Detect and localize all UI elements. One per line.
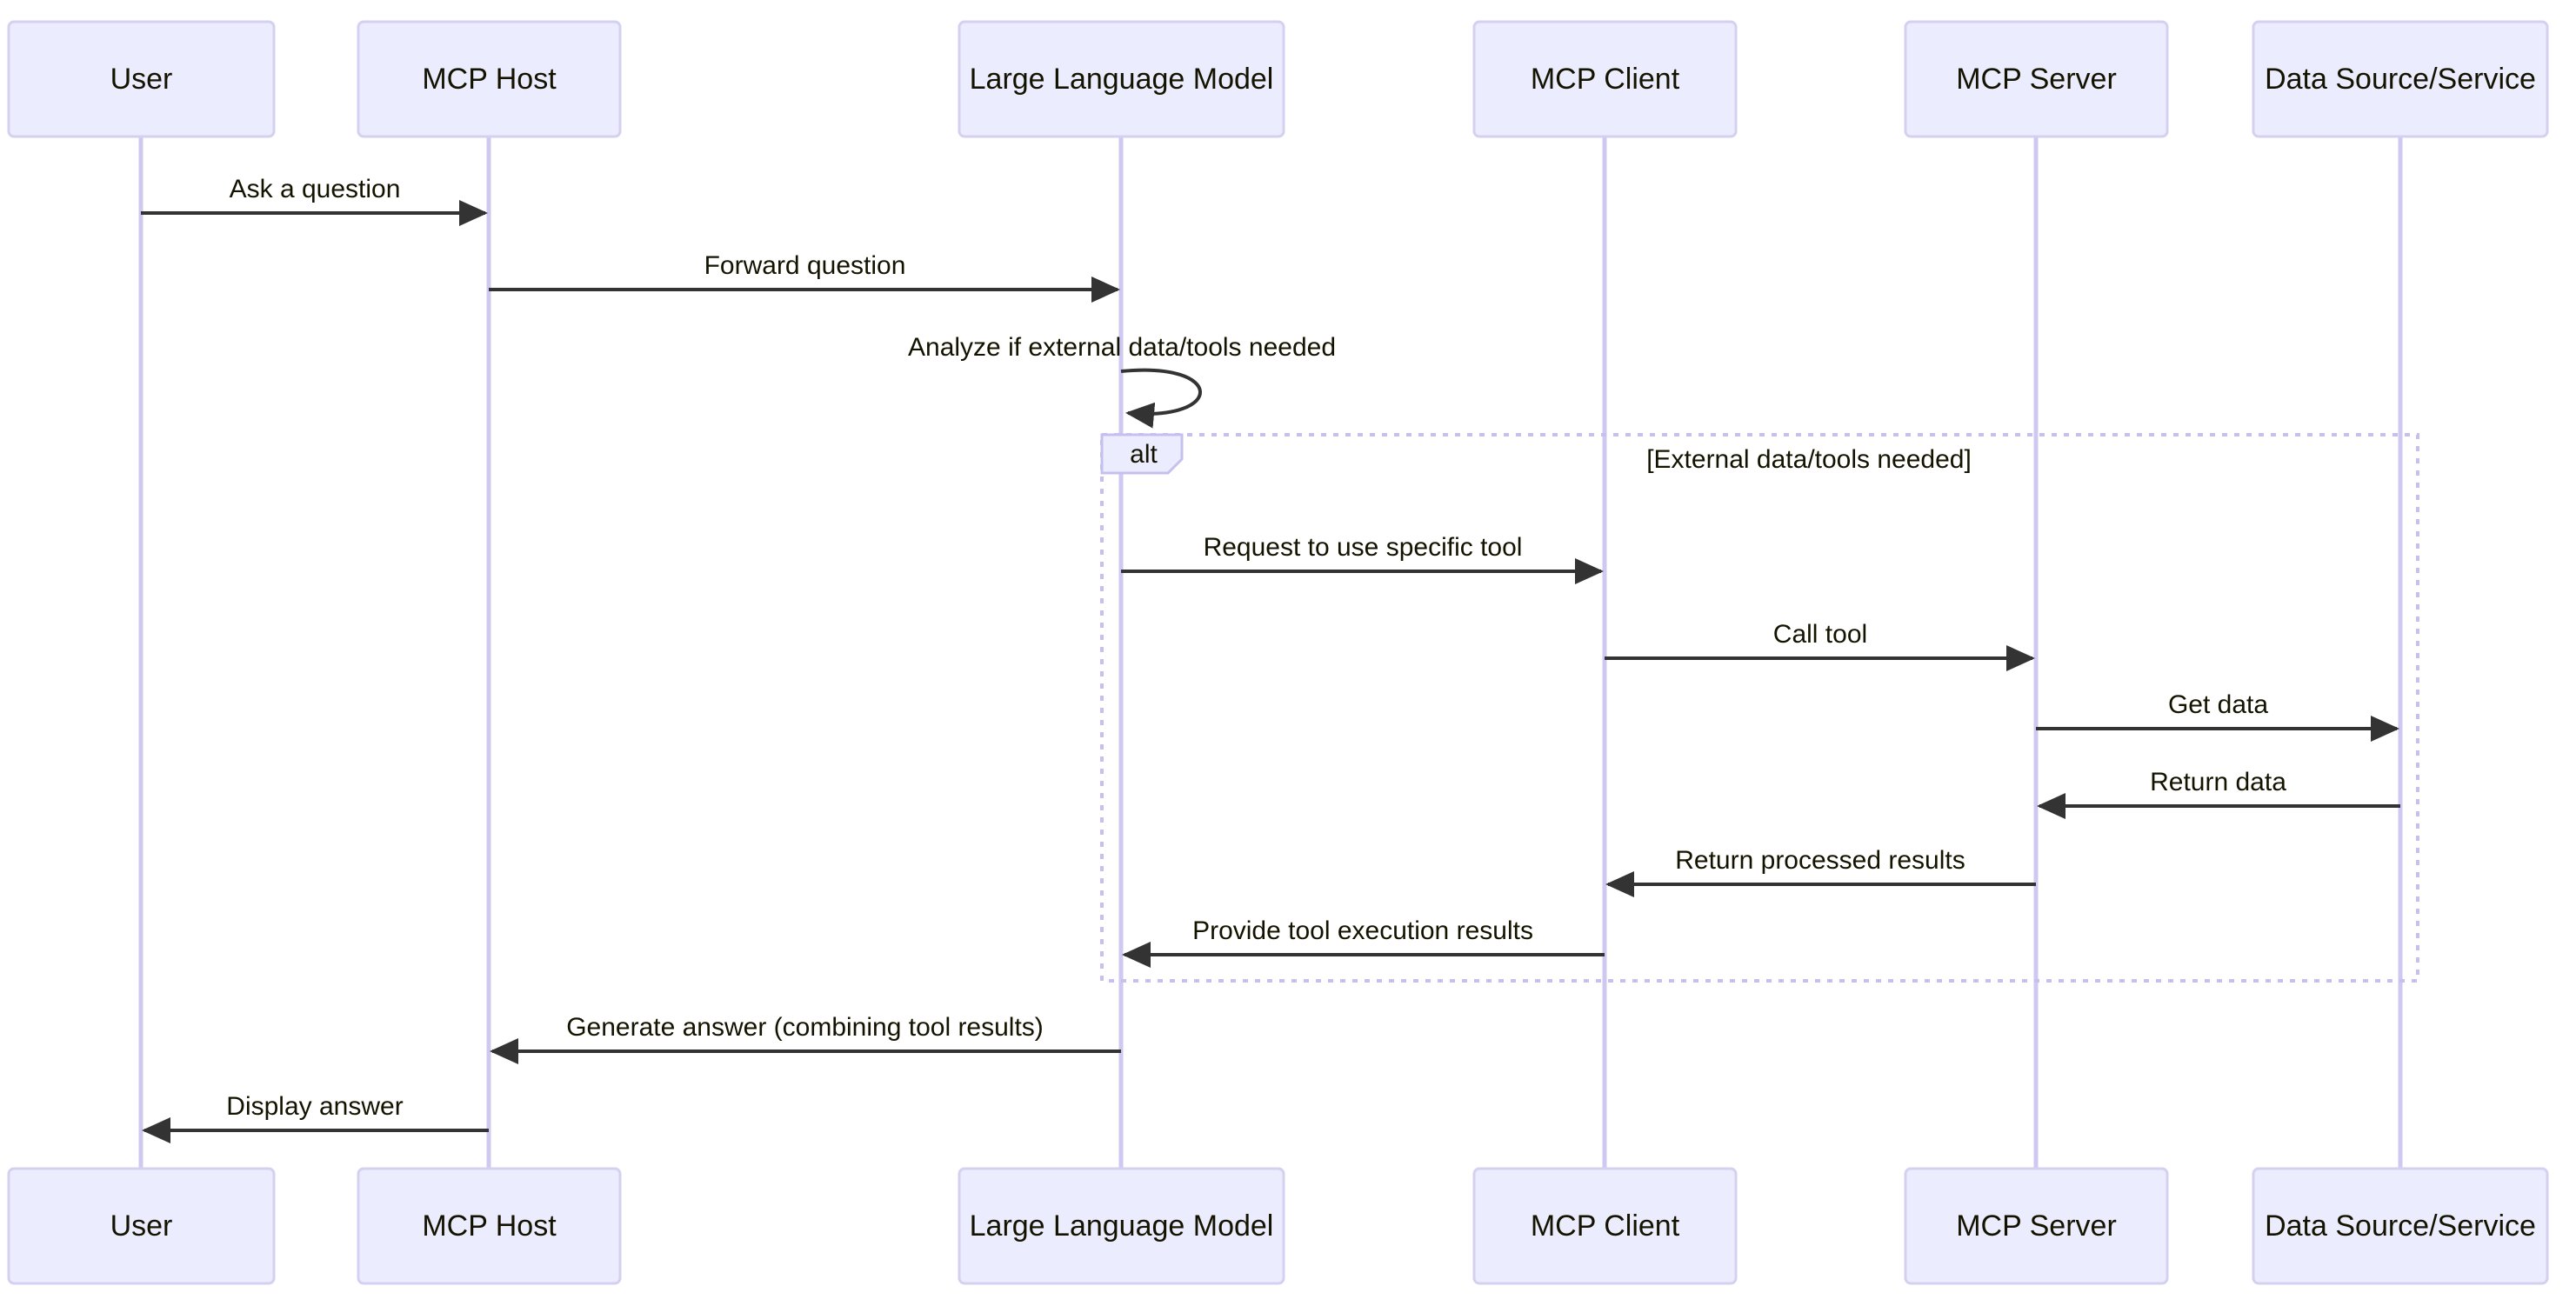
participant-box-rect — [7, 20, 276, 138]
alt-tab-label: alt — [1130, 440, 1158, 469]
message-label-3: Analyze if external data/tools needed — [908, 333, 1336, 362]
participant-box-rect — [1472, 20, 1738, 138]
participant-label-client: MCP Client — [1531, 1209, 1680, 1243]
participant-label-client: MCP Client — [1531, 63, 1680, 96]
message-label-4: Request to use specific tool — [1204, 533, 1523, 562]
participant-box-rect — [2252, 20, 2549, 138]
fragment-alt-external-data: alt [External data/tools needed] — [1100, 433, 2419, 983]
participant-host-bottom[interactable]: MCP Host — [357, 1167, 622, 1285]
alt-tab-shape — [1100, 433, 1184, 475]
participant-box-rect — [1904, 20, 2169, 138]
participant-client-top[interactable]: MCP Client — [1472, 20, 1738, 138]
participant-box-rect — [357, 1167, 622, 1285]
participant-label-host: MCP Host — [422, 1209, 557, 1243]
message-label-9: Provide tool execution results — [1192, 916, 1533, 945]
message-11: Display answer — [142, 1092, 489, 1143]
participant-box-rect — [7, 1167, 276, 1285]
message-2: Forward question — [489, 251, 1120, 303]
participant-source-top[interactable]: Data Source/Service — [2252, 20, 2549, 138]
participant-server-top[interactable]: MCP Server — [1904, 20, 2169, 138]
participant-client-bottom[interactable]: MCP Client — [1472, 1167, 1738, 1285]
message-label-10: Generate answer (combining tool results) — [566, 1013, 1044, 1042]
participant-user-top[interactable]: User — [7, 20, 276, 138]
alt-condition-label: [External data/tools needed] — [1646, 445, 1972, 474]
participant-host-top[interactable]: MCP Host — [357, 20, 622, 138]
participant-source-bottom[interactable]: Data Source/Service — [2252, 1167, 2549, 1285]
alt-frame-border — [1100, 433, 2419, 983]
message-6: Get data — [2036, 690, 2399, 742]
message-9: Provide tool execution results — [1122, 916, 1605, 968]
participant-llm-bottom[interactable]: Large Language Model — [958, 1167, 1285, 1285]
participant-box-rect — [958, 1167, 1285, 1285]
participant-llm-top[interactable]: Large Language Model — [958, 20, 1285, 138]
participant-label-source: Data Source/Service — [2265, 1209, 2536, 1243]
participant-label-source: Data Source/Service — [2265, 63, 2536, 96]
participant-box-rect — [357, 20, 622, 138]
message-label-7: Return data — [2150, 768, 2286, 796]
lifelines-group — [138, 137, 2403, 1169]
message-self-loop-arrow — [1120, 368, 1202, 429]
participant-label-user: User — [110, 63, 173, 96]
message-10: Generate answer (combining tool results) — [490, 1013, 1121, 1064]
participant-box-rect — [958, 20, 1285, 138]
message-7: Return data — [2037, 768, 2400, 819]
message-label-2: Forward question — [704, 251, 906, 280]
message-3: Analyze if external data/tools needed — [908, 333, 1336, 429]
participant-label-llm: Large Language Model — [970, 63, 1274, 96]
participant-label-server: MCP Server — [1956, 63, 2117, 96]
participant-box-rect — [1904, 1167, 2169, 1285]
message-4: Request to use specific tool — [1121, 533, 1604, 584]
participant-label-server: MCP Server — [1956, 1209, 2117, 1243]
participant-box-rect — [1472, 1167, 1738, 1285]
participant-label-host: MCP Host — [422, 63, 557, 96]
message-1: Ask a question — [141, 175, 488, 226]
message-label-11: Display answer — [226, 1092, 403, 1121]
participant-box-rect — [2252, 1167, 2549, 1285]
message-5: Call tool — [1605, 620, 2035, 671]
message-label-8: Return processed results — [1675, 846, 1965, 875]
message-label-1: Ask a question — [230, 175, 401, 203]
fragments-group: alt [External data/tools needed] — [1100, 433, 2419, 983]
participant-user-bottom[interactable]: User — [7, 1167, 276, 1285]
message-label-6: Get data — [2168, 690, 2268, 719]
message-label-5: Call tool — [1773, 620, 1867, 649]
participant-label-user: User — [110, 1209, 173, 1243]
participant-server-bottom[interactable]: MCP Server — [1904, 1167, 2169, 1285]
message-8: Return processed results — [1605, 846, 2036, 897]
participant-label-llm: Large Language Model — [970, 1209, 1274, 1243]
